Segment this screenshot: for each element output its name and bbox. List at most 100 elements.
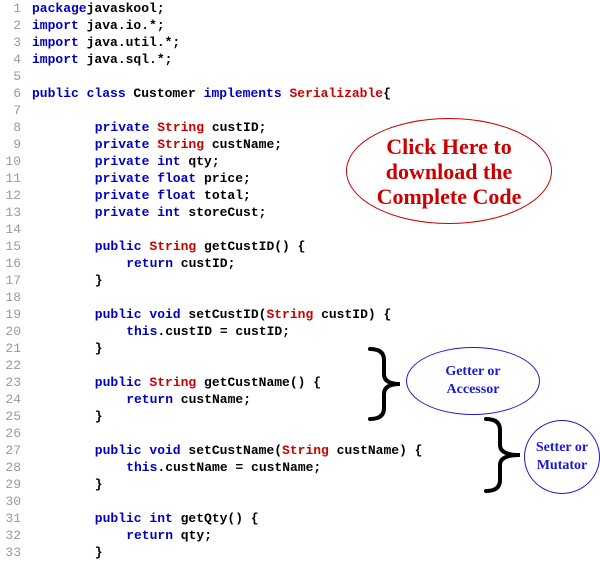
keyword-token: import	[32, 52, 79, 67]
line-number: 23	[5, 375, 21, 390]
line-number: 9	[13, 137, 21, 152]
code-text: public String getCustName() {	[95, 374, 321, 391]
setter-mutator-callout: Setter or Mutator	[524, 420, 600, 494]
code-token: getQty() {	[172, 511, 259, 526]
keyword-token: return	[126, 392, 173, 407]
line-number: 28	[5, 460, 21, 475]
code-token: .custID = custID;	[157, 324, 291, 339]
keyword-token: return	[126, 528, 173, 543]
code-token: storeCust;	[180, 205, 267, 220]
code-token: custID) {	[313, 307, 392, 322]
code-token: setCustID(	[180, 307, 267, 322]
code-text: private String custID;	[95, 119, 267, 136]
download-code-label: Click Here to download the Complete Code	[376, 133, 522, 209]
keyword-token: private	[94, 120, 150, 135]
code-token: price;	[196, 171, 251, 186]
code-token: total;	[196, 188, 251, 203]
code-token: custName) {	[328, 443, 423, 458]
keyword-token: this	[126, 324, 158, 339]
code-text: }	[95, 408, 103, 425]
line-number: 11	[5, 171, 21, 186]
getter-accessor-callout: Getter or Accessor	[406, 347, 540, 415]
code-text: private String custName;	[95, 136, 282, 153]
line-number: 32	[5, 528, 21, 543]
code-text: private float total;	[95, 187, 251, 204]
line-number: 6	[13, 86, 21, 101]
code-token: setCustName(	[180, 443, 283, 458]
code-token: }	[94, 477, 103, 492]
line-number: 19	[5, 307, 21, 322]
type-token: String	[266, 307, 314, 322]
line-number: 30	[5, 494, 21, 509]
code-token: }	[94, 545, 103, 560]
code-token: getCustName() {	[196, 375, 322, 390]
code-token: qty;	[173, 528, 213, 543]
line-number: 24	[5, 392, 21, 407]
code-token: getCustID() {	[196, 239, 306, 254]
code-text: }	[95, 340, 103, 357]
code-token: }	[94, 341, 103, 356]
type-token: String	[149, 375, 197, 390]
setter-brace-icon	[484, 417, 521, 493]
type-token: String	[282, 443, 329, 458]
keyword-token: private	[94, 137, 150, 152]
keyword-token: private int	[94, 205, 181, 220]
code-token: qty;	[180, 154, 220, 169]
code-text: private float price;	[95, 170, 251, 187]
code-text: import java.io.*;	[32, 17, 165, 34]
code-text: public String getCustID() {	[95, 238, 306, 255]
line-number: 22	[5, 358, 21, 373]
code-text: public void setCustID(String custID) {	[95, 306, 391, 323]
line-number: 33	[5, 545, 21, 560]
code-text: }	[95, 272, 103, 289]
getter-accessor-label: Getter or Accessor	[445, 364, 501, 397]
type-token: Serializable	[289, 86, 384, 101]
code-token: .custName = custName;	[157, 460, 322, 475]
line-number: 29	[5, 477, 21, 492]
keyword-token: private float	[94, 188, 197, 203]
code-text: return qty;	[126, 527, 212, 544]
code-token: java.sql.*;	[78, 52, 173, 67]
line-number: 3	[13, 35, 21, 50]
type-token: String	[149, 239, 197, 254]
code-text: }	[95, 476, 103, 493]
code-text: public int getQty() {	[95, 510, 259, 527]
code-text: this.custID = custID;	[126, 323, 290, 340]
keyword-token: public	[94, 239, 142, 254]
code-token: {	[383, 86, 391, 101]
code-token: custID;	[204, 120, 267, 135]
getter-brace-icon	[368, 347, 401, 421]
code-text: private int storeCust;	[95, 204, 267, 221]
code-text: private int qty;	[95, 153, 220, 170]
line-number: 2	[13, 18, 21, 33]
line-number: 8	[13, 120, 21, 135]
code-text: import java.util.*;	[32, 34, 180, 51]
type-token: String	[157, 137, 205, 152]
code-token: javaskool;	[86, 1, 165, 16]
keyword-token: public int	[94, 511, 173, 526]
code-token: }	[94, 409, 103, 424]
code-text: this.custName = custName;	[126, 459, 321, 476]
line-number: 21	[5, 341, 21, 356]
line-number: 15	[5, 239, 21, 254]
keyword-token: public	[94, 375, 142, 390]
line-number: 17	[5, 273, 21, 288]
download-code-link[interactable]: Click Here to download the Complete Code	[346, 118, 552, 224]
code-text: }	[95, 544, 103, 561]
keyword-token: private float	[94, 171, 197, 186]
code-text: import java.sql.*;	[32, 51, 172, 68]
line-number: 31	[5, 511, 21, 526]
code-text: return custName;	[126, 391, 251, 408]
line-number: 12	[5, 188, 21, 203]
keyword-token: public void	[94, 307, 181, 322]
code-token: custName;	[173, 392, 252, 407]
keyword-token: implements	[203, 86, 282, 101]
code-token: Customer	[125, 86, 204, 101]
code-token: custID;	[173, 256, 236, 271]
code-text: public class Customer implements Seriali…	[32, 85, 391, 102]
line-number: 13	[5, 205, 21, 220]
code-token: }	[94, 273, 103, 288]
keyword-token: package	[32, 1, 87, 16]
line-number: 7	[13, 103, 21, 118]
keyword-token: import	[32, 35, 79, 50]
